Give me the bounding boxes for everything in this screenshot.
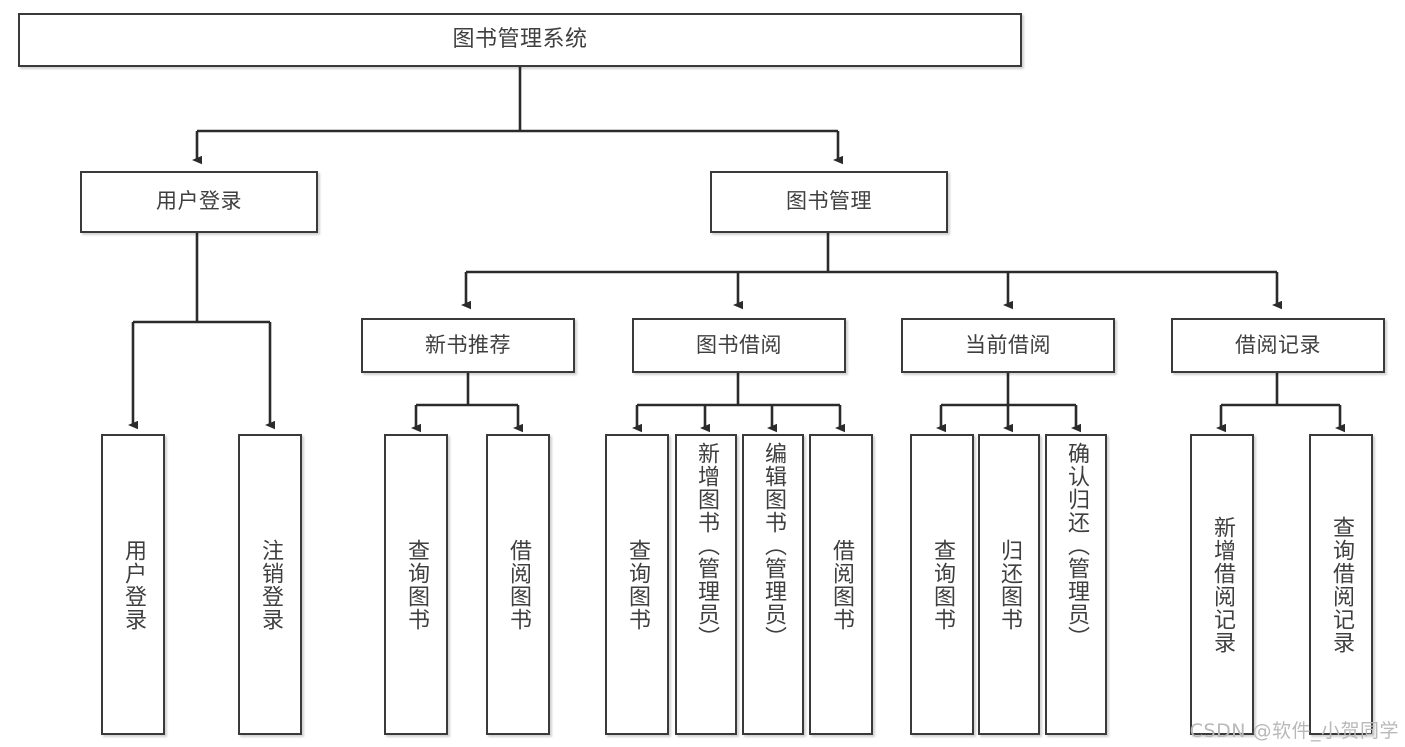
leaf-confirm-return[interactable]: 确认归还（管理员）	[1045, 434, 1107, 735]
node-current-borrow[interactable]: 当前借阅	[901, 318, 1115, 373]
node-new-book-recommend[interactable]: 新书推荐	[361, 318, 575, 373]
node-borrow-record[interactable]: 借阅记录	[1171, 318, 1385, 373]
node-label: 新书推荐	[425, 332, 511, 357]
node-label: 图书管理系统	[452, 26, 588, 52]
node-user-login[interactable]: 用户登录	[80, 171, 318, 233]
node-label: 确认归还（管理员）	[1063, 442, 1089, 649]
node-book-borrow[interactable]: 图书借阅	[632, 318, 846, 373]
node-label: 借阅图书	[828, 538, 854, 631]
node-label: 归还图书	[996, 538, 1022, 631]
node-label: 查询图书	[929, 538, 955, 631]
node-label: 编辑图书（管理员）	[760, 442, 786, 649]
leaf-logout[interactable]: 注销登录	[238, 434, 302, 735]
watermark-text: CSDN @软件_小贺同学	[1189, 720, 1399, 742]
node-label: 新增图书（管理员）	[693, 442, 719, 649]
leaf-query-record[interactable]: 查询借阅记录	[1309, 434, 1373, 735]
node-book-management[interactable]: 图书管理	[710, 171, 948, 233]
node-label: 查询图书	[624, 538, 650, 631]
node-label: 图书管理	[786, 189, 872, 214]
leaf-borrow-book-2[interactable]: 借阅图书	[809, 434, 873, 735]
node-label: 用户登录	[120, 538, 146, 631]
leaf-return-book[interactable]: 归还图书	[978, 434, 1040, 735]
node-label: 当前借阅	[965, 332, 1051, 357]
node-label: 用户登录	[156, 189, 242, 214]
node-label: 查询借阅记录	[1328, 515, 1354, 654]
node-label: 注销登录	[257, 538, 283, 631]
node-label: 查询图书	[403, 538, 429, 631]
node-label: 借阅图书	[505, 538, 531, 631]
leaf-query-book-3[interactable]: 查询图书	[910, 434, 974, 735]
leaf-query-book-1[interactable]: 查询图书	[384, 434, 448, 735]
node-root-system[interactable]: 图书管理系统	[18, 13, 1022, 67]
leaf-user-login[interactable]: 用户登录	[101, 434, 165, 735]
leaf-query-book-2[interactable]: 查询图书	[605, 434, 669, 735]
leaf-add-record[interactable]: 新增借阅记录	[1190, 434, 1254, 735]
node-label: 新增借阅记录	[1209, 515, 1235, 654]
node-label: 图书借阅	[696, 332, 782, 357]
leaf-add-book[interactable]: 新增图书（管理员）	[675, 434, 737, 735]
node-label: 借阅记录	[1235, 332, 1321, 357]
leaf-edit-book[interactable]: 编辑图书（管理员）	[742, 434, 804, 735]
leaf-borrow-book-1[interactable]: 借阅图书	[486, 434, 550, 735]
